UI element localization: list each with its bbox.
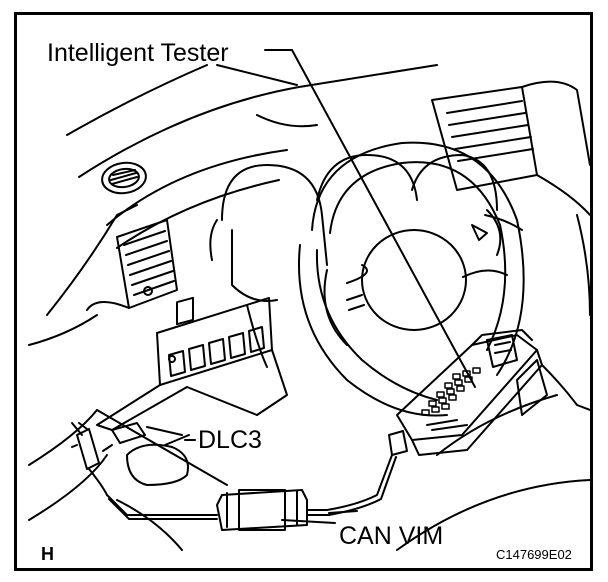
- intelligent-tester-device: [396, 329, 548, 456]
- tester-cable: [326, 430, 408, 516]
- can-vim-label: CAN VIM: [339, 522, 444, 550]
- can-vim-box: [216, 489, 358, 531]
- left-vent: [86, 219, 178, 311]
- tester-leader-line: [264, 49, 476, 388]
- dlc3-label: DLC3: [198, 426, 262, 454]
- dashboard-outline: [28, 64, 590, 551]
- right-vent: [431, 80, 590, 256]
- leader-lines: [164, 49, 476, 524]
- switch-panel: [96, 296, 288, 431]
- can-vim-leader-line: [281, 519, 336, 524]
- steering-wheel: [298, 141, 525, 417]
- round-vent: [101, 161, 147, 195]
- dlc3-cable-plug: [71, 422, 218, 520]
- dlc3-connector: [111, 422, 196, 486]
- corner-letter: H: [41, 544, 54, 564]
- lower-right-contour: [541, 214, 590, 411]
- dashboard-illustration: [28, 49, 590, 551]
- illustration-frame: Intelligent Tester DLC3 CAN VIM H C14769…: [14, 12, 593, 571]
- figure-code: C147699E02: [496, 547, 572, 562]
- keypad: [421, 367, 481, 416]
- intelligent-tester-label: Intelligent Tester: [47, 39, 229, 67]
- dlc3-leader-line: [164, 434, 190, 446]
- instrument-cluster: [209, 154, 523, 302]
